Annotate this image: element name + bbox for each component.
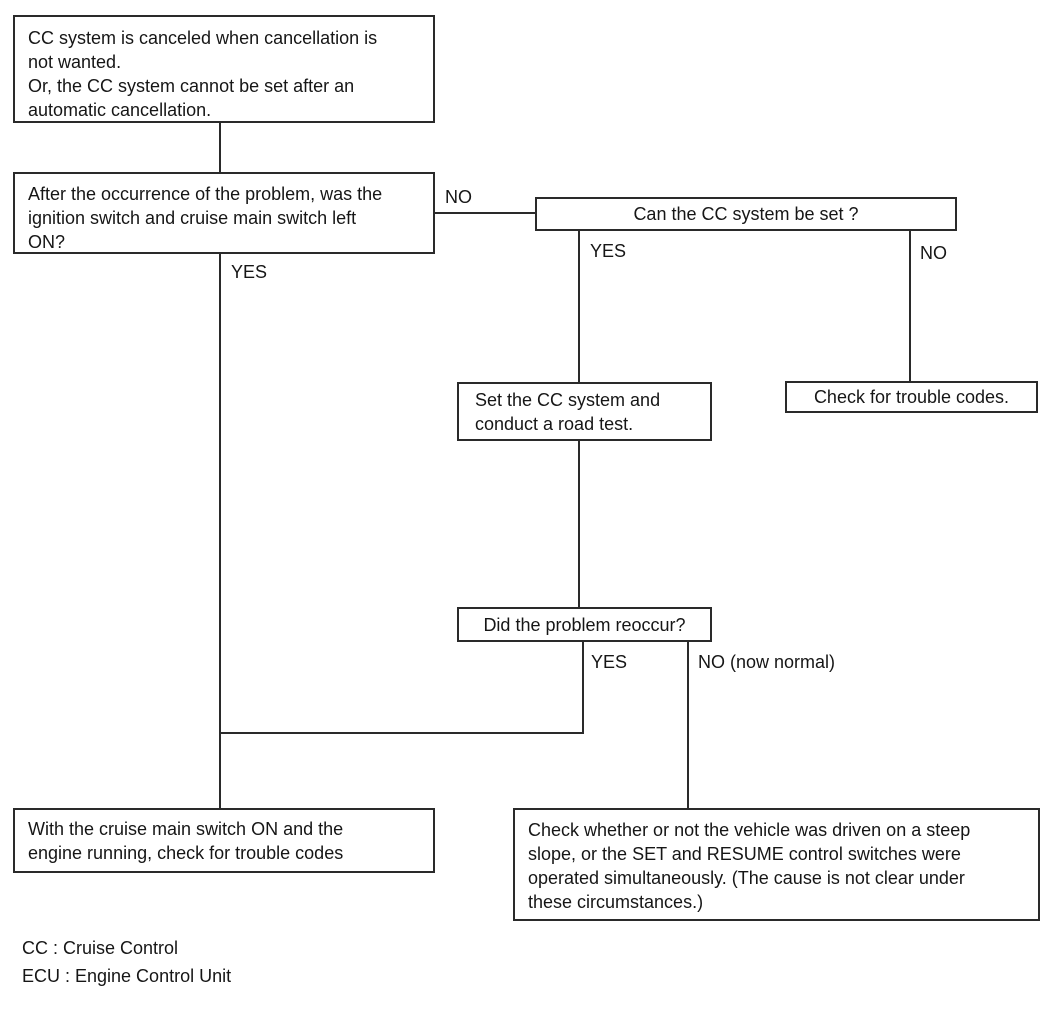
node-ignition-question: After the occurrence of the problem, was… — [13, 172, 435, 254]
label-ignition-no: NO — [445, 187, 472, 207]
node-road-test-line: conduct a road test. — [475, 414, 634, 434]
edge-question-no-right — [435, 212, 535, 214]
node-ignition-question-line: After the occurrence of the problem, was… — [28, 184, 383, 204]
node-steep-slope-line: Check whether or not the vehicle was dri… — [528, 820, 971, 840]
legend-cc: CC : Cruise Control — [22, 938, 179, 958]
node-reoccur-text: Did the problem reoccur? — [483, 614, 686, 635]
label-reoccur-yes: YES — [591, 652, 628, 672]
node-ignition-question-line: ignition switch and cruise main switch l… — [28, 208, 357, 228]
node-symptom-line: Or, the CC system cannot be set after an — [28, 76, 355, 96]
node-trouble-codes: Check for trouble codes. — [785, 381, 1038, 413]
node-road-test-line: Set the CC system and — [475, 390, 661, 410]
edge-canset-yes-down — [578, 230, 580, 383]
node-steep-slope-line: slope, or the SET and RESUME control swi… — [528, 844, 961, 864]
edge-reoccur-no-down — [687, 641, 689, 808]
edge-roadtest-to-reoccur — [578, 440, 580, 608]
node-can-set-text: Can the CC system be set ? — [633, 204, 859, 224]
edge-question-yes-down — [219, 253, 221, 808]
label-ignition-yes: YES — [231, 262, 268, 282]
label-can-set-yes: YES — [590, 241, 627, 261]
node-steep-slope-line: these circumstances.) — [528, 892, 704, 912]
edge-symptom-to-question — [219, 122, 221, 173]
edge-reoccur-yes-down — [582, 641, 584, 734]
node-can-set: Can the CC system be set ? — [535, 197, 957, 231]
label-reoccur-no: NO (now normal) — [698, 652, 836, 672]
node-road-test: Set the CC system and conduct a road tes… — [457, 382, 712, 441]
node-check-codes-running: With the cruise main switch ON and the e… — [13, 808, 435, 873]
node-ignition-question-line: ON? — [28, 232, 66, 252]
node-symptom-line: automatic cancellation. — [28, 100, 212, 120]
label-can-set-no: NO — [920, 243, 947, 263]
node-check-codes-running-line: engine running, check for trouble codes — [28, 843, 344, 863]
node-symptom-line: not wanted. — [28, 52, 122, 72]
node-symptom-line: CC system is canceled when cancellation … — [28, 28, 378, 48]
edge-canset-no-down — [909, 230, 911, 382]
edge-reoccur-yes-left — [219, 732, 584, 734]
node-reoccur: Did the problem reoccur? — [457, 607, 712, 642]
node-steep-slope: Check whether or not the vehicle was dri… — [513, 808, 1040, 921]
node-symptom: CC system is canceled when cancellation … — [13, 15, 435, 123]
node-steep-slope-line: operated simultaneously. (The cause is n… — [528, 868, 965, 888]
node-check-codes-running-line: With the cruise main switch ON and the — [28, 819, 344, 839]
node-trouble-codes-text: Check for trouble codes. — [813, 387, 1010, 407]
legend-ecu: ECU : Engine Control Unit — [22, 966, 232, 986]
